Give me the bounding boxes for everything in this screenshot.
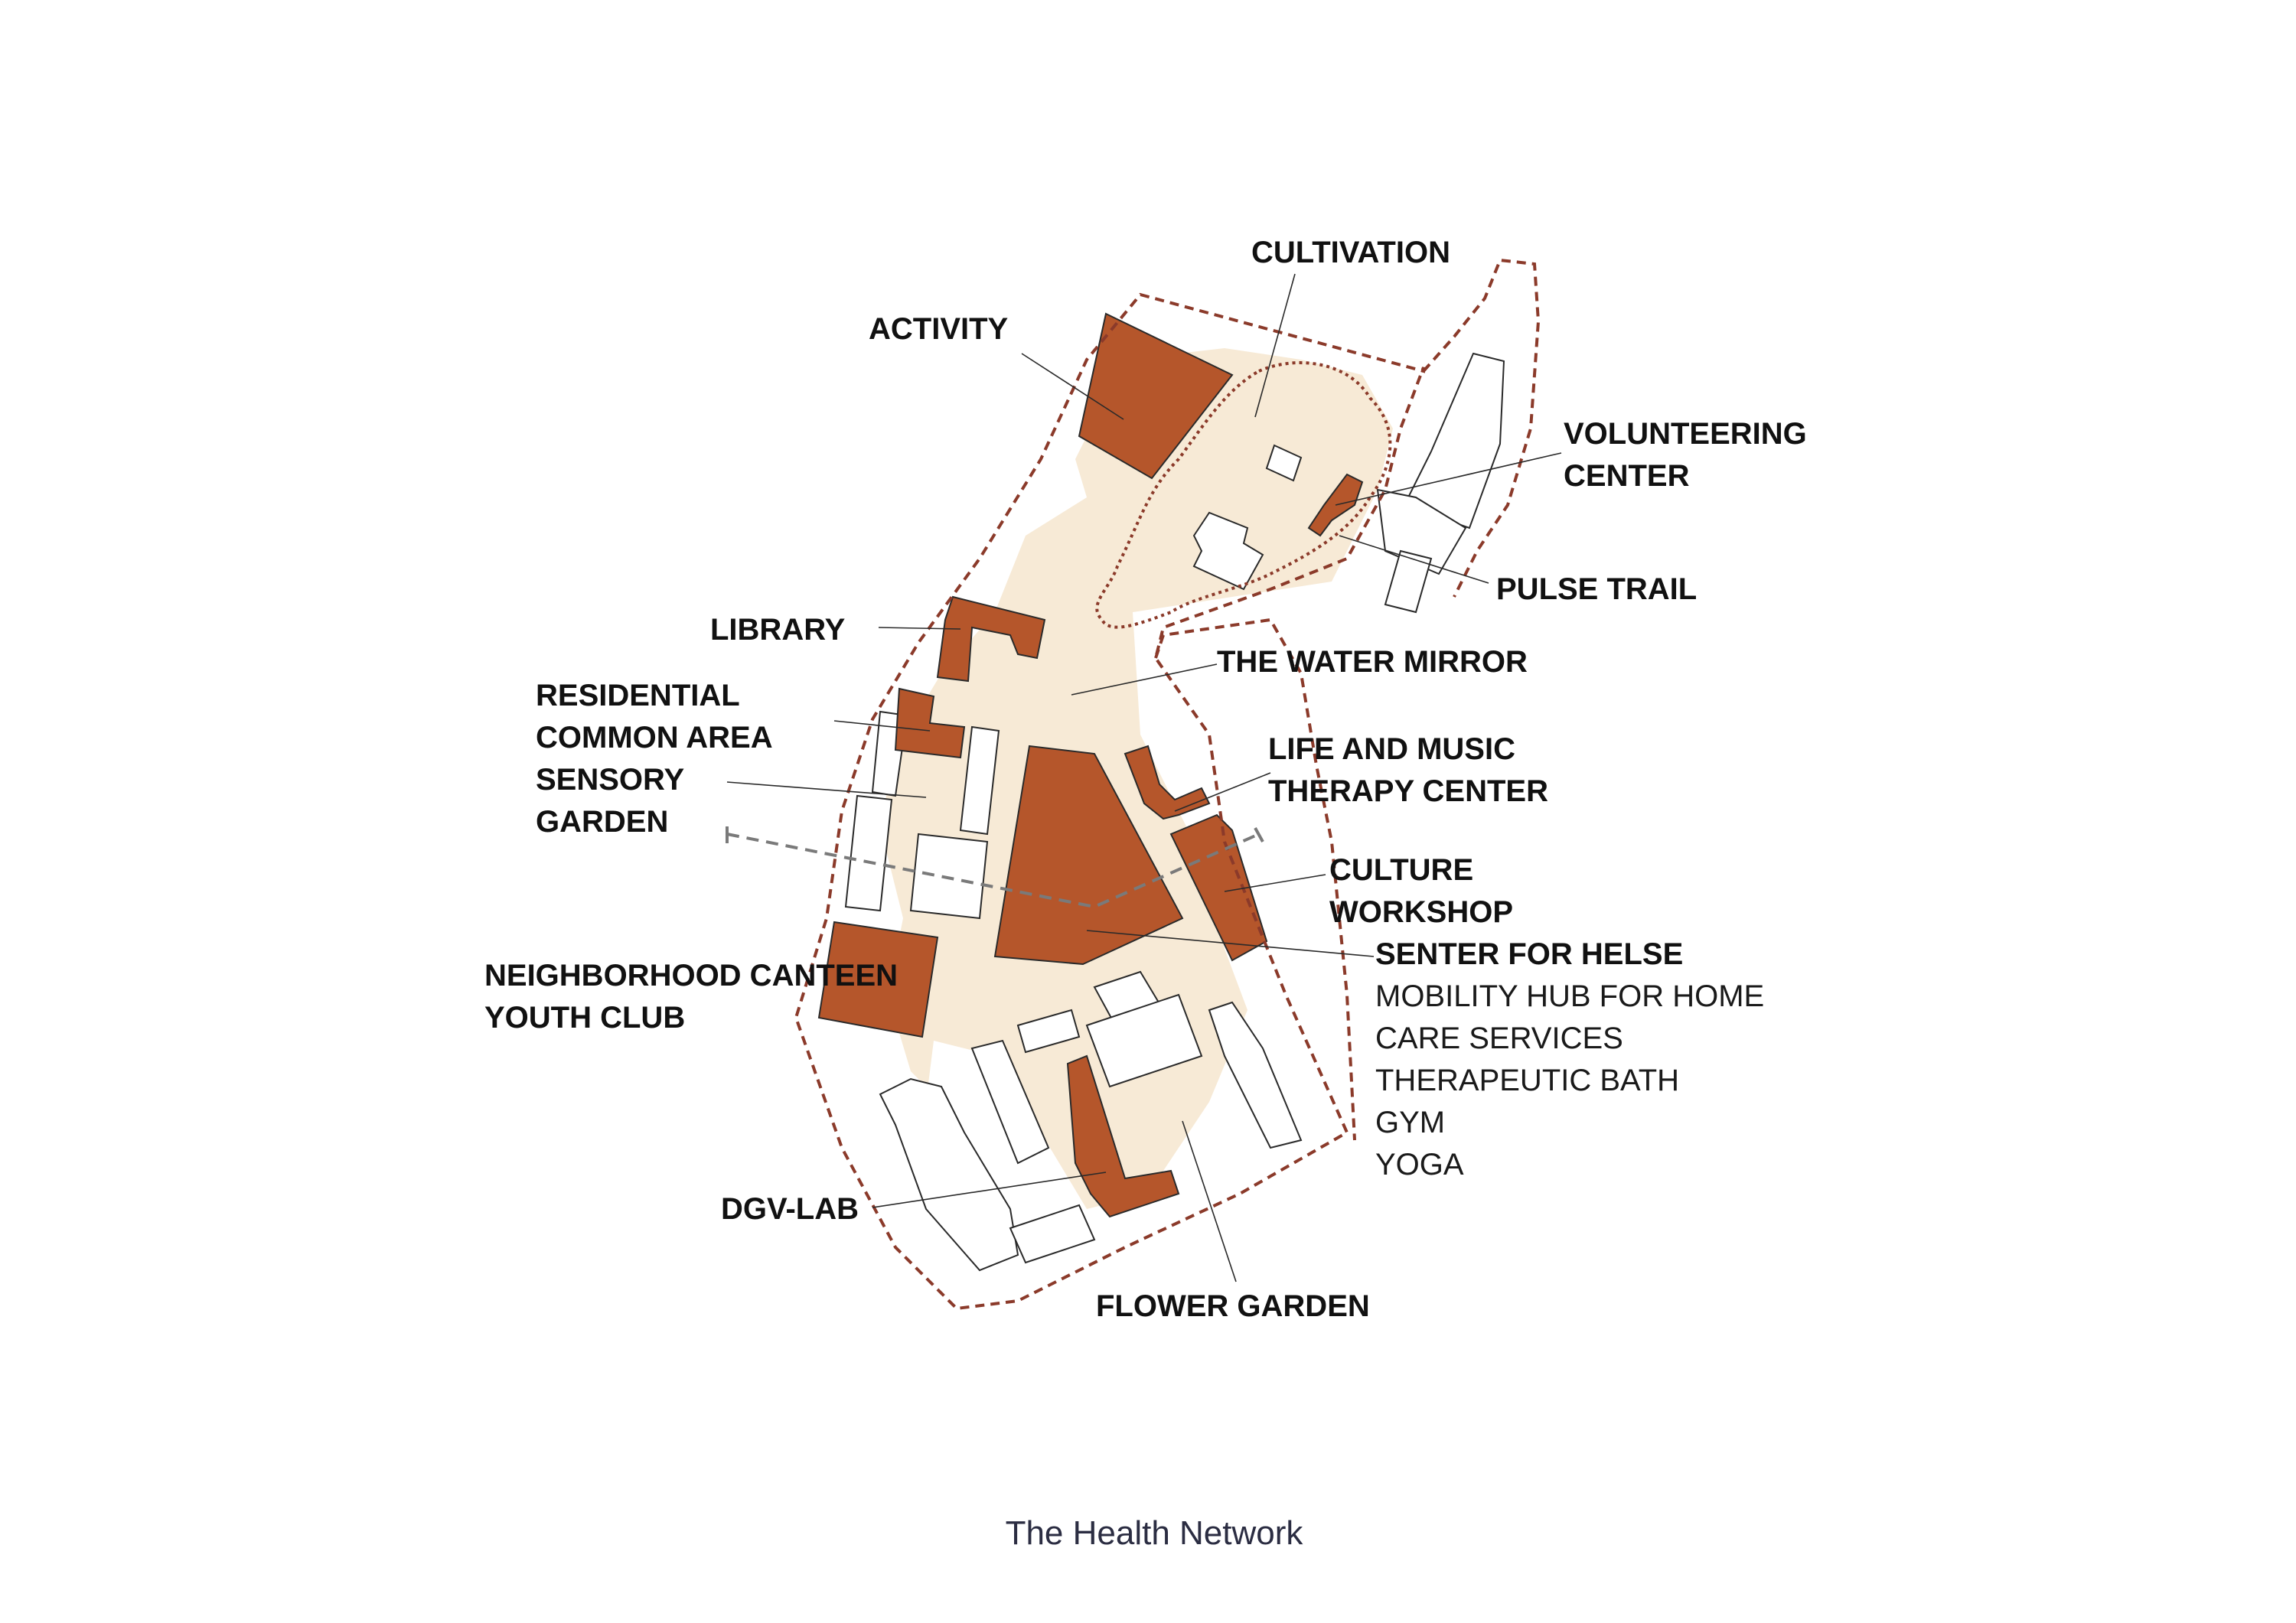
leader-lines — [726, 273, 1562, 1282]
existing-buildings — [844, 352, 1505, 1272]
label-senter-item-3: THERAPEUTIC BATH — [1375, 1064, 1679, 1097]
leader-flower-garden — [1182, 1120, 1237, 1282]
program-building-residential — [894, 687, 966, 759]
existing-building-south-3 — [1016, 1009, 1081, 1054]
label-canteen-line1: NEIGHBORHOOD CANTEEN — [484, 959, 898, 992]
label-dgv-lab: DGV-LAB — [721, 1192, 859, 1226]
label-library: LIBRARY — [710, 613, 846, 647]
site-boundary-east — [1154, 618, 1356, 1141]
label-sensory-line1: SENSORY — [536, 763, 684, 797]
label-volunteering-line2: CENTER — [1564, 459, 1690, 493]
pulse-trail-path — [1095, 361, 1392, 629]
label-residential-line2: COMMON AREA — [536, 721, 773, 754]
label-cultivation: CULTIVATION — [1251, 236, 1450, 269]
label-activity: ACTIVITY — [869, 312, 1009, 346]
leader-cultivation — [1254, 273, 1296, 418]
program-building-canteen — [817, 921, 939, 1038]
existing-building-south-5 — [1208, 1001, 1303, 1149]
existing-building-west-3 — [959, 725, 1000, 836]
label-canteen-line2: YOUTH CLUB — [484, 1001, 685, 1035]
section-line-path — [726, 833, 1260, 909]
program-building-culture — [1169, 813, 1268, 962]
caption: The Health Network — [1006, 1514, 1304, 1552]
leader-culture — [1224, 874, 1326, 892]
program-building-main — [993, 745, 1184, 966]
label-residential-line1: RESIDENTIAL — [536, 679, 740, 712]
site-boundaries — [794, 258, 1541, 1311]
leader-pulse-trail — [1339, 535, 1489, 584]
label-sensory-line2: GARDEN — [536, 805, 668, 839]
leader-activity — [1021, 353, 1124, 420]
program-building-library — [936, 595, 1046, 683]
leader-water-mirror — [1071, 663, 1218, 696]
label-water-mirror: THE WATER MIRROR — [1217, 645, 1528, 679]
existing-building-south-2 — [1085, 993, 1203, 1088]
program-building-dgv-lab — [1066, 1054, 1180, 1218]
site-boundary-north — [1422, 258, 1541, 598]
label-senter: SENTER FOR HELSE — [1375, 937, 1683, 971]
leader-library — [878, 627, 961, 630]
existing-building-pavilion-a — [1265, 444, 1303, 482]
existing-building-south-4 — [970, 1039, 1050, 1165]
label-volunteering-line1: VOLUNTEERING — [1564, 417, 1807, 451]
program-buildings — [817, 312, 1364, 1218]
label-culture-line2: WORKSHOP — [1329, 895, 1513, 929]
existing-building-pavilion-b — [1192, 511, 1264, 591]
label-culture-line1: CULTURE — [1329, 853, 1473, 887]
existing-building-south-7 — [1009, 1204, 1096, 1264]
label-senter-item-5: YOGA — [1375, 1148, 1464, 1181]
existing-building-ne-strip — [1403, 352, 1505, 530]
section-line — [726, 826, 1264, 909]
site-boundary-main — [794, 292, 1425, 1311]
label-life-music-line2: THERAPY CENTER — [1268, 774, 1548, 808]
label-pulse-trail: PULSE TRAIL — [1496, 572, 1697, 606]
leader-senter — [1086, 930, 1375, 957]
leader-life-music — [1174, 772, 1271, 812]
section-line-end-east — [1254, 827, 1264, 842]
existing-building-ne-small — [1384, 549, 1433, 614]
leader-dgv-lab — [872, 1172, 1107, 1208]
label-senter-item-2: CARE SERVICES — [1375, 1022, 1623, 1055]
leader-sensory — [726, 781, 927, 798]
label-life-music-line1: LIFE AND MUSIC — [1268, 732, 1515, 766]
leader-residential — [833, 720, 931, 732]
existing-building-west-2 — [844, 794, 893, 912]
existing-building-west-4 — [909, 833, 989, 920]
labels: ACTIVITY CULTIVATION VOLUNTEERING CENTER… — [484, 236, 1807, 1323]
leader-volunteering — [1335, 452, 1562, 506]
label-senter-item-4: GYM — [1375, 1106, 1445, 1139]
label-flower-garden: FLOWER GARDEN — [1096, 1289, 1370, 1323]
label-senter-item-1: MOBILITY HUB FOR HOME — [1375, 979, 1764, 1013]
program-building-life-music — [1124, 745, 1211, 820]
program-building-activity — [1078, 312, 1234, 480]
